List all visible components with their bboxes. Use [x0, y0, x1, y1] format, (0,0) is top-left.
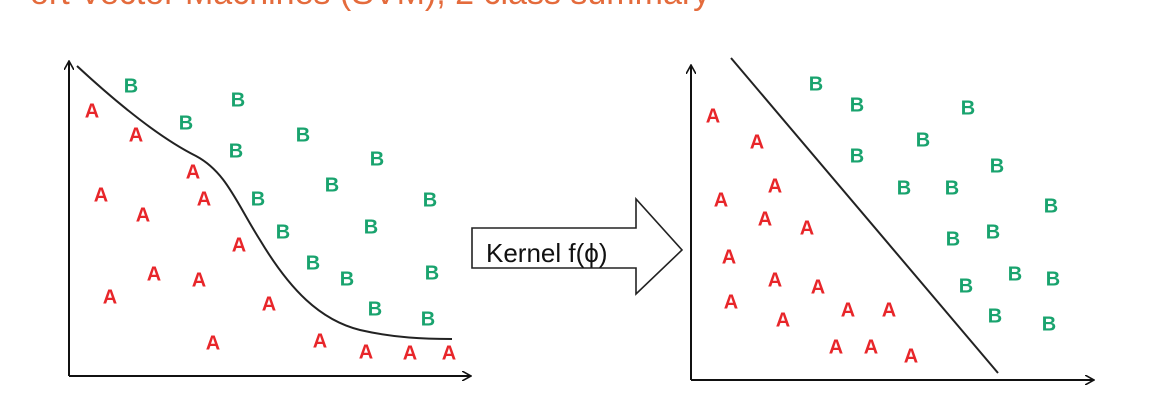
class-b-point: B — [986, 221, 1000, 243]
class-b-point: B — [425, 262, 439, 284]
class-b-point: B — [296, 124, 310, 146]
class-b-point: B — [421, 308, 435, 330]
class-a-point: A — [776, 309, 790, 331]
class-b-point: B — [1044, 195, 1058, 217]
class-b-point: B — [364, 216, 378, 238]
kernel-label: Kernel f(ϕ) — [486, 238, 607, 268]
class-a-point: A — [811, 276, 825, 298]
transform-arrow-shape — [471, 196, 684, 296]
class-a-point: A — [359, 341, 373, 363]
class-b-point: B — [850, 94, 864, 116]
class-b-point: B — [179, 112, 193, 134]
class-a-point: A — [722, 246, 736, 268]
class-a-point: A — [829, 336, 843, 358]
class-a-point: A — [768, 175, 782, 197]
class-b-point: B — [124, 75, 138, 97]
class-b-point: B — [850, 145, 864, 167]
class-b-point: B — [340, 268, 354, 290]
class-b-point: B — [368, 298, 382, 320]
class-a-point: A — [864, 336, 878, 358]
kernel-transform-arrow: Kernel f(ϕ) — [471, 196, 684, 296]
class-a-point: A — [882, 299, 896, 321]
class-a-point: A — [714, 189, 728, 211]
class-a-point: A — [129, 124, 143, 146]
class-a-point: A — [94, 184, 108, 206]
class-a-point: A — [442, 342, 456, 364]
class-b-point: B — [306, 252, 320, 274]
class-b-point: B — [961, 97, 975, 119]
nonlinear-decision-boundary — [76, 65, 453, 340]
class-a-point: A — [706, 105, 720, 127]
class-a-point: A — [136, 204, 150, 226]
class-a-point: A — [768, 269, 782, 291]
class-b-point: B — [1008, 263, 1022, 285]
class-b-point: B — [945, 177, 959, 199]
class-b-point: B — [897, 177, 911, 199]
class-b-point: B — [1042, 313, 1056, 335]
class-b-point: B — [276, 221, 290, 243]
class-b-point: B — [959, 275, 973, 297]
class-a-point: A — [313, 330, 327, 352]
class-b-point: B — [988, 305, 1002, 327]
class-b-point: B — [809, 73, 823, 95]
class-a-point: A — [403, 342, 417, 364]
class-a-point: A — [232, 234, 246, 256]
class-a-point: A — [758, 208, 772, 230]
class-b-point: B — [231, 89, 245, 111]
class-b-point: B — [1046, 268, 1060, 290]
class-b-point: B — [229, 140, 243, 162]
class-a-point: A — [262, 293, 276, 315]
class-a-point: A — [147, 263, 161, 285]
class-a-point: A — [206, 332, 220, 354]
header-fragment: ort Vector Machines (SVM), 2 class summa… — [30, 0, 710, 13]
class-a-point: A — [186, 161, 200, 183]
class-a-point: A — [800, 217, 814, 239]
class-b-point: B — [423, 189, 437, 211]
class-b-point: B — [370, 148, 384, 170]
class-b-point: B — [946, 228, 960, 250]
class-a-point: A — [724, 291, 738, 313]
class-a-point: A — [841, 299, 855, 321]
class-a-point: A — [197, 188, 211, 210]
class-a-point: A — [103, 286, 117, 308]
linear-decision-boundary — [730, 57, 999, 374]
class-b-point: B — [916, 129, 930, 151]
class-b-point: B — [325, 174, 339, 196]
class-a-point: A — [85, 100, 99, 122]
class-b-point: B — [251, 188, 265, 210]
class-a-point: A — [750, 131, 764, 153]
class-a-point: A — [192, 269, 206, 291]
class-b-point: B — [990, 155, 1004, 177]
class-a-point: A — [904, 345, 918, 367]
